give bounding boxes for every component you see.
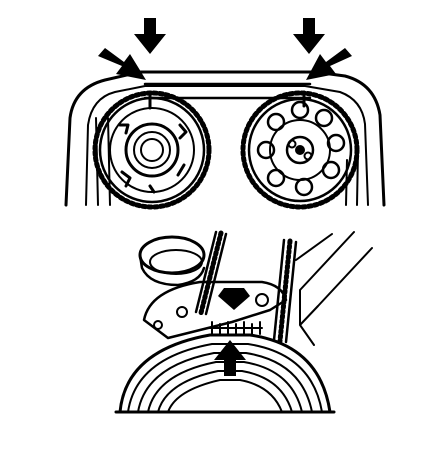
crankshaft-pulley <box>114 333 336 414</box>
down-arrow-star-icon <box>218 288 250 310</box>
bolt-small <box>153 320 163 330</box>
timing-cover-inner <box>85 85 369 206</box>
bottom-view <box>114 230 373 414</box>
sprocket-lightening-holes <box>256 100 346 197</box>
timing-cover-outer <box>64 70 386 207</box>
top-view <box>64 18 386 210</box>
engine-block-lines <box>295 231 373 346</box>
up-arrow-on-pulley-icon <box>214 340 246 376</box>
right-camshaft-sprocket <box>240 90 360 210</box>
bolt-left <box>176 306 188 318</box>
bolt-right <box>255 293 269 307</box>
diagonal-arrow-left-icon <box>98 48 146 80</box>
left-camshaft-sprocket <box>92 90 212 210</box>
oil-cap <box>138 235 206 287</box>
housing <box>142 280 288 340</box>
down-arrow-left-icon <box>134 18 166 54</box>
timing-scale <box>207 321 263 335</box>
diagonal-arrow-right-icon <box>306 48 352 80</box>
down-arrow-right-icon <box>293 18 325 54</box>
